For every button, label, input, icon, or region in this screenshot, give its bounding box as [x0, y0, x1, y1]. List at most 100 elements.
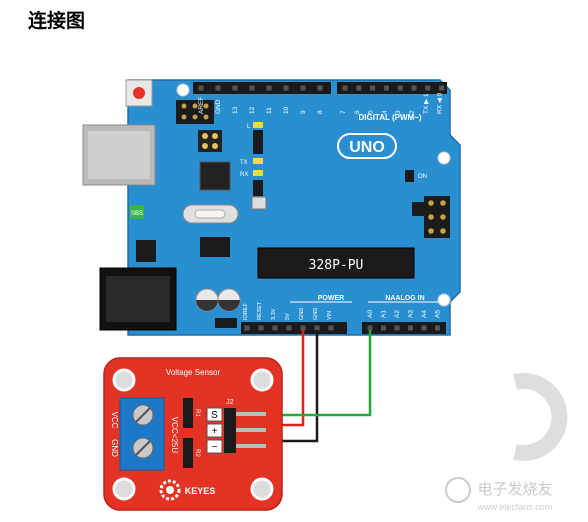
sensor-mount-hole	[250, 368, 274, 392]
digital-pin-label: 7	[340, 110, 347, 114]
digital-pin-label: 13	[232, 106, 239, 114]
on-led-label: ON	[418, 174, 427, 180]
sensor-name: Voltage Sensor	[166, 368, 221, 377]
atmega-chip	[257, 247, 415, 279]
digital-pin-label: 6	[354, 110, 361, 114]
usb-port-inner	[88, 131, 150, 179]
header-pin	[421, 325, 427, 331]
digital-pin-label: TX ▶ 1	[423, 93, 430, 114]
on-led	[405, 170, 414, 182]
vcc-max-label: VCC<25U	[170, 417, 179, 453]
brand-label: KEYES	[185, 486, 216, 496]
header-pin	[300, 325, 306, 331]
header-pin	[314, 325, 320, 331]
watermark-url: www.elecfans.com	[477, 502, 553, 512]
uno-badge	[337, 133, 397, 159]
digital-pin-label: 8	[317, 110, 324, 114]
header-pin	[244, 325, 250, 331]
digital-header-right	[337, 82, 447, 94]
chip-label: 328P-PU	[309, 258, 364, 273]
header-pin	[286, 325, 292, 331]
digital-header-left	[193, 82, 331, 94]
mount-hole	[437, 293, 451, 307]
led-l-label: L	[247, 124, 251, 130]
small-chip	[130, 205, 144, 219]
header-pin	[328, 325, 334, 331]
power-pin-label: GND	[313, 308, 319, 320]
resistor-r2-label: R2	[194, 449, 200, 457]
power-pin-label: 3.3V	[271, 308, 277, 320]
pin-minus-box	[206, 439, 223, 454]
sensor-mount-hole	[112, 477, 136, 501]
header-pin	[425, 85, 431, 91]
watermark-text: 电子发烧友	[477, 480, 552, 498]
digital-pin-label: 9	[300, 110, 307, 114]
header-pin	[266, 85, 272, 91]
digital-pin-label: 11	[266, 107, 273, 114]
header-pin	[300, 85, 306, 91]
digital-pin-label: AREF	[198, 97, 205, 114]
power-pin-label: VIN	[327, 311, 333, 320]
led-tx	[253, 158, 263, 164]
header-pin	[356, 85, 362, 91]
usb-controller-chip	[199, 161, 231, 191]
led-tx-label: TX	[240, 160, 248, 166]
icsp-header-right	[424, 196, 450, 238]
power-pin-label: 5V	[285, 313, 291, 320]
digital-pin-label: RX ◀ 0	[437, 92, 444, 114]
header-pin	[198, 85, 204, 91]
header-pin	[383, 85, 389, 91]
terminal-gnd-label: GND	[110, 439, 119, 457]
terminal-vcc-label: VCC	[110, 412, 119, 429]
digital-pin-label: 10	[283, 106, 290, 114]
keyes-gear-icon	[159, 479, 181, 501]
watermark-ring	[513, 373, 568, 461]
mount-hole	[437, 151, 451, 165]
analog-pin-label: A4	[421, 310, 428, 318]
power-pin-label: IOREF	[243, 303, 249, 320]
jumper-block	[198, 130, 222, 152]
header-pin	[381, 325, 386, 331]
header-pin	[408, 325, 413, 331]
analog-label: NAALOG IN	[385, 295, 424, 302]
digital-pin-label: GND	[215, 99, 222, 114]
header-pin	[232, 85, 238, 91]
power-pin-label: RESET	[257, 301, 263, 320]
analog-header	[362, 322, 446, 334]
header-pin	[367, 325, 373, 331]
header-label: J2	[226, 399, 234, 406]
led-rx	[253, 170, 263, 176]
digital-pin-label: 2	[409, 110, 416, 114]
digital-pin-label: 5	[368, 110, 375, 114]
reset-button-cap	[133, 87, 145, 99]
header-pin	[283, 85, 289, 91]
header-pin	[394, 325, 400, 331]
resistor-r1-label: R1	[194, 409, 200, 417]
header-pin	[317, 85, 323, 91]
regulator-chip	[200, 237, 230, 257]
watermark: 电子发烧友 www.elecfans.com	[445, 373, 568, 512]
header-pin	[411, 85, 417, 91]
pin-plus-box	[206, 423, 223, 438]
header-pin	[249, 85, 255, 91]
digital-pin-label: 3	[395, 110, 402, 114]
pin-plus-label: +	[212, 426, 218, 437]
pin-header	[224, 408, 236, 453]
analog-pin-label: A0	[367, 310, 374, 318]
resistor-r1	[183, 398, 193, 428]
header-pin	[435, 325, 440, 331]
header-pin	[258, 325, 264, 331]
voltage-regulator	[136, 240, 156, 262]
header-pin	[215, 85, 221, 91]
arduino-uno-board: SBS L TX RX ON UNO	[82, 79, 461, 336]
watermark-logo-icon	[445, 477, 471, 503]
digital-pin-label: 4	[381, 110, 388, 114]
header-pin	[370, 85, 376, 91]
power-header	[241, 322, 347, 334]
header-pin	[397, 85, 403, 91]
uno-label: UNO	[349, 139, 385, 156]
sensor-mount-hole	[112, 368, 136, 392]
pin-s-box	[206, 407, 223, 422]
digital-label: DIGITAL (PWM~)	[358, 113, 421, 122]
